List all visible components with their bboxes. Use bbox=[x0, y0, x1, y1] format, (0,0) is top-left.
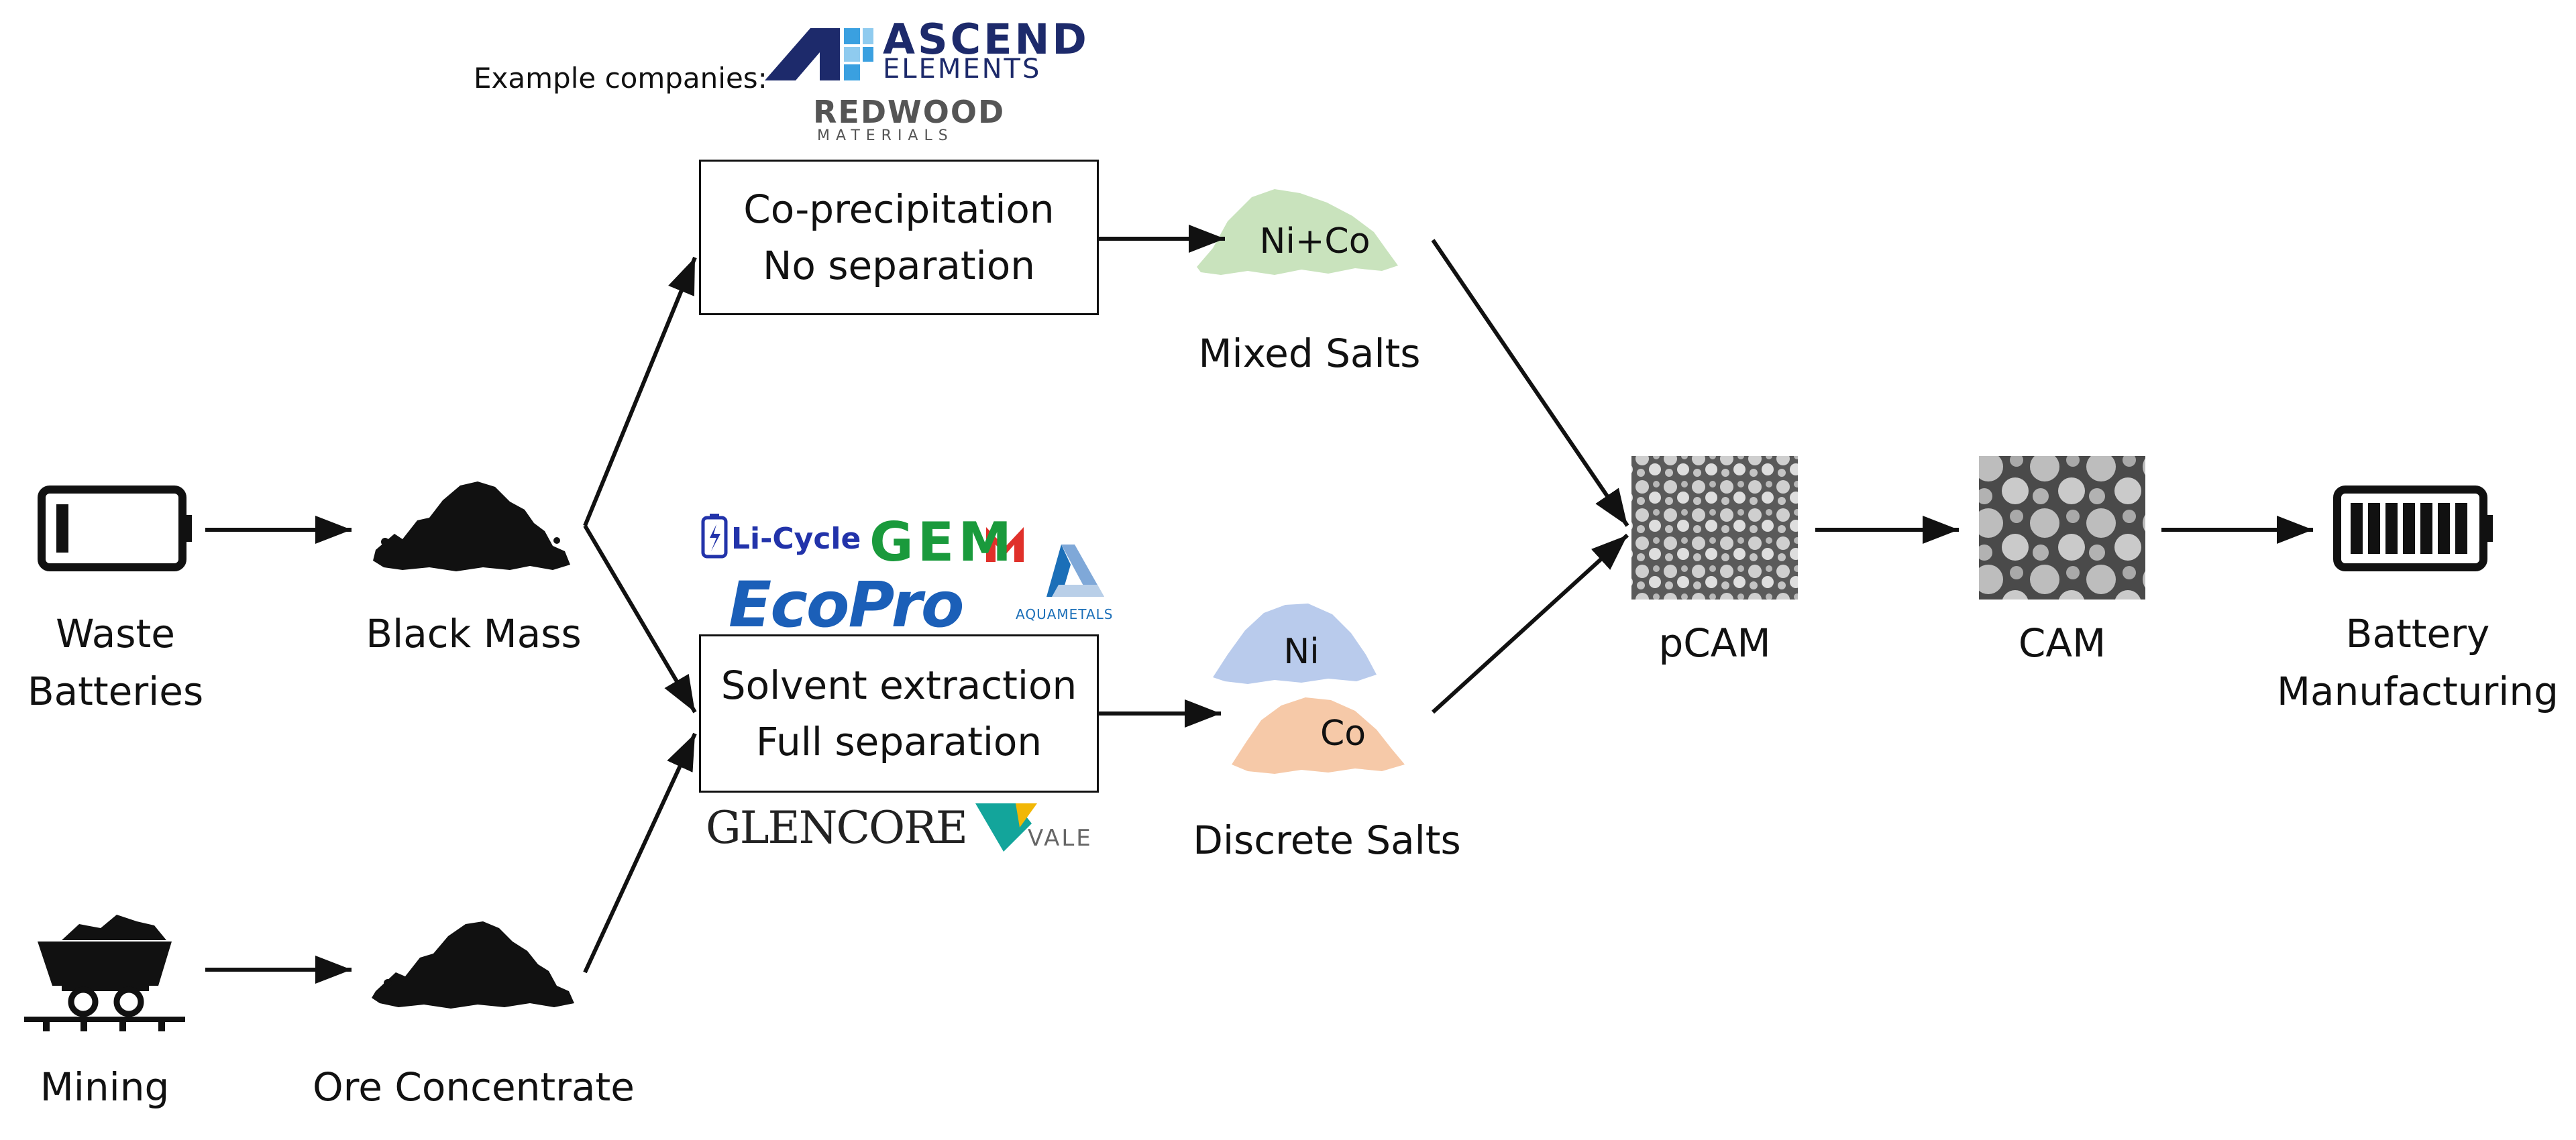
ascend-logo-text: ASCEND bbox=[883, 15, 1089, 64]
vale-logo-text: VALE bbox=[1028, 825, 1093, 852]
arrow-blackmass-to-coprecipitation bbox=[583, 256, 697, 527]
mixed-salts-pile bbox=[1197, 189, 1398, 275]
black-mass-label: Black Mass bbox=[366, 611, 582, 657]
aquametals-logo-mark bbox=[1046, 545, 1104, 597]
coprecipitation-subtitle: No separation bbox=[762, 243, 1036, 288]
waste-label-line2: Batteries bbox=[27, 669, 204, 714]
redwood-logo-text: REDWOOD bbox=[813, 94, 1006, 130]
black-mass-pile-icon bbox=[373, 481, 570, 571]
cam-sem-image bbox=[1979, 456, 2145, 600]
ascend-elements-logo-mark bbox=[765, 28, 873, 80]
coprecipitation-process-box: Co-precipitation No separation bbox=[699, 160, 1099, 315]
solvent-extraction-title: Solvent extraction bbox=[720, 663, 1077, 708]
redwood-materials-logo-text: MATERIALS bbox=[817, 127, 954, 144]
nickel-salt-text: Ni bbox=[1283, 632, 1320, 672]
waste-battery-icon bbox=[38, 486, 192, 571]
aquametals-logo-text: AQUAMETALS bbox=[1016, 606, 1114, 622]
full-battery-icon bbox=[2333, 486, 2493, 571]
elements-logo-text: ELEMENTS bbox=[883, 54, 1042, 84]
arrow-mixed-to-pcam bbox=[1431, 239, 1629, 527]
mining-label: Mining bbox=[40, 1064, 170, 1110]
licycle-logo-text: Li-Cycle bbox=[731, 522, 861, 556]
cobalt-salt-pile bbox=[1232, 697, 1405, 774]
solvent-extraction-process-box: Solvent extraction Full separation bbox=[699, 634, 1099, 793]
waste-label-line1: Waste bbox=[56, 611, 175, 657]
solvent-extraction-subtitle: Full separation bbox=[755, 719, 1042, 764]
flow-arrows bbox=[205, 225, 2313, 984]
gem-logo-accent bbox=[986, 527, 1024, 562]
pcam-sem-image bbox=[1631, 456, 1798, 600]
nickel-salt-pile bbox=[1213, 604, 1377, 684]
example-companies-label: Example companies: bbox=[474, 62, 767, 95]
battery-manufacturing-label: Battery Manufacturing bbox=[2277, 605, 2559, 720]
ore-concentrate-label: Ore Concentrate bbox=[313, 1064, 635, 1110]
arrow-discrete-to-pcam bbox=[1431, 533, 1629, 714]
mixed-salts-label: Mixed Salts bbox=[1198, 331, 1421, 376]
mixed-salt-text: Ni+Co bbox=[1259, 221, 1371, 262]
manufacturing-label-line1: Battery bbox=[2345, 611, 2490, 657]
glencore-logo-text: GLENCORE bbox=[706, 802, 968, 854]
pcam-label: pCAM bbox=[1658, 620, 1771, 666]
cobalt-salt-text: Co bbox=[1320, 714, 1366, 754]
licycle-logo-mark bbox=[701, 514, 728, 559]
ecopro-logo-text: EcoPro bbox=[729, 569, 964, 642]
discrete-salts-label: Discrete Salts bbox=[1193, 817, 1461, 863]
mining-cart-icon bbox=[24, 915, 185, 1031]
arrow-blackmass-to-solvent bbox=[583, 524, 697, 714]
arrow-ore-to-solvent bbox=[583, 732, 697, 974]
cam-label: CAM bbox=[2018, 620, 2106, 666]
gem-logo-text: GEM bbox=[869, 511, 1016, 573]
ore-concentrate-pile-icon bbox=[372, 921, 574, 1009]
coprecipitation-title: Co-precipitation bbox=[743, 186, 1055, 232]
vale-logo-mark bbox=[975, 803, 1037, 852]
waste-batteries-label: Waste Batteries bbox=[28, 605, 203, 720]
manufacturing-label-line2: Manufacturing bbox=[2277, 669, 2559, 714]
